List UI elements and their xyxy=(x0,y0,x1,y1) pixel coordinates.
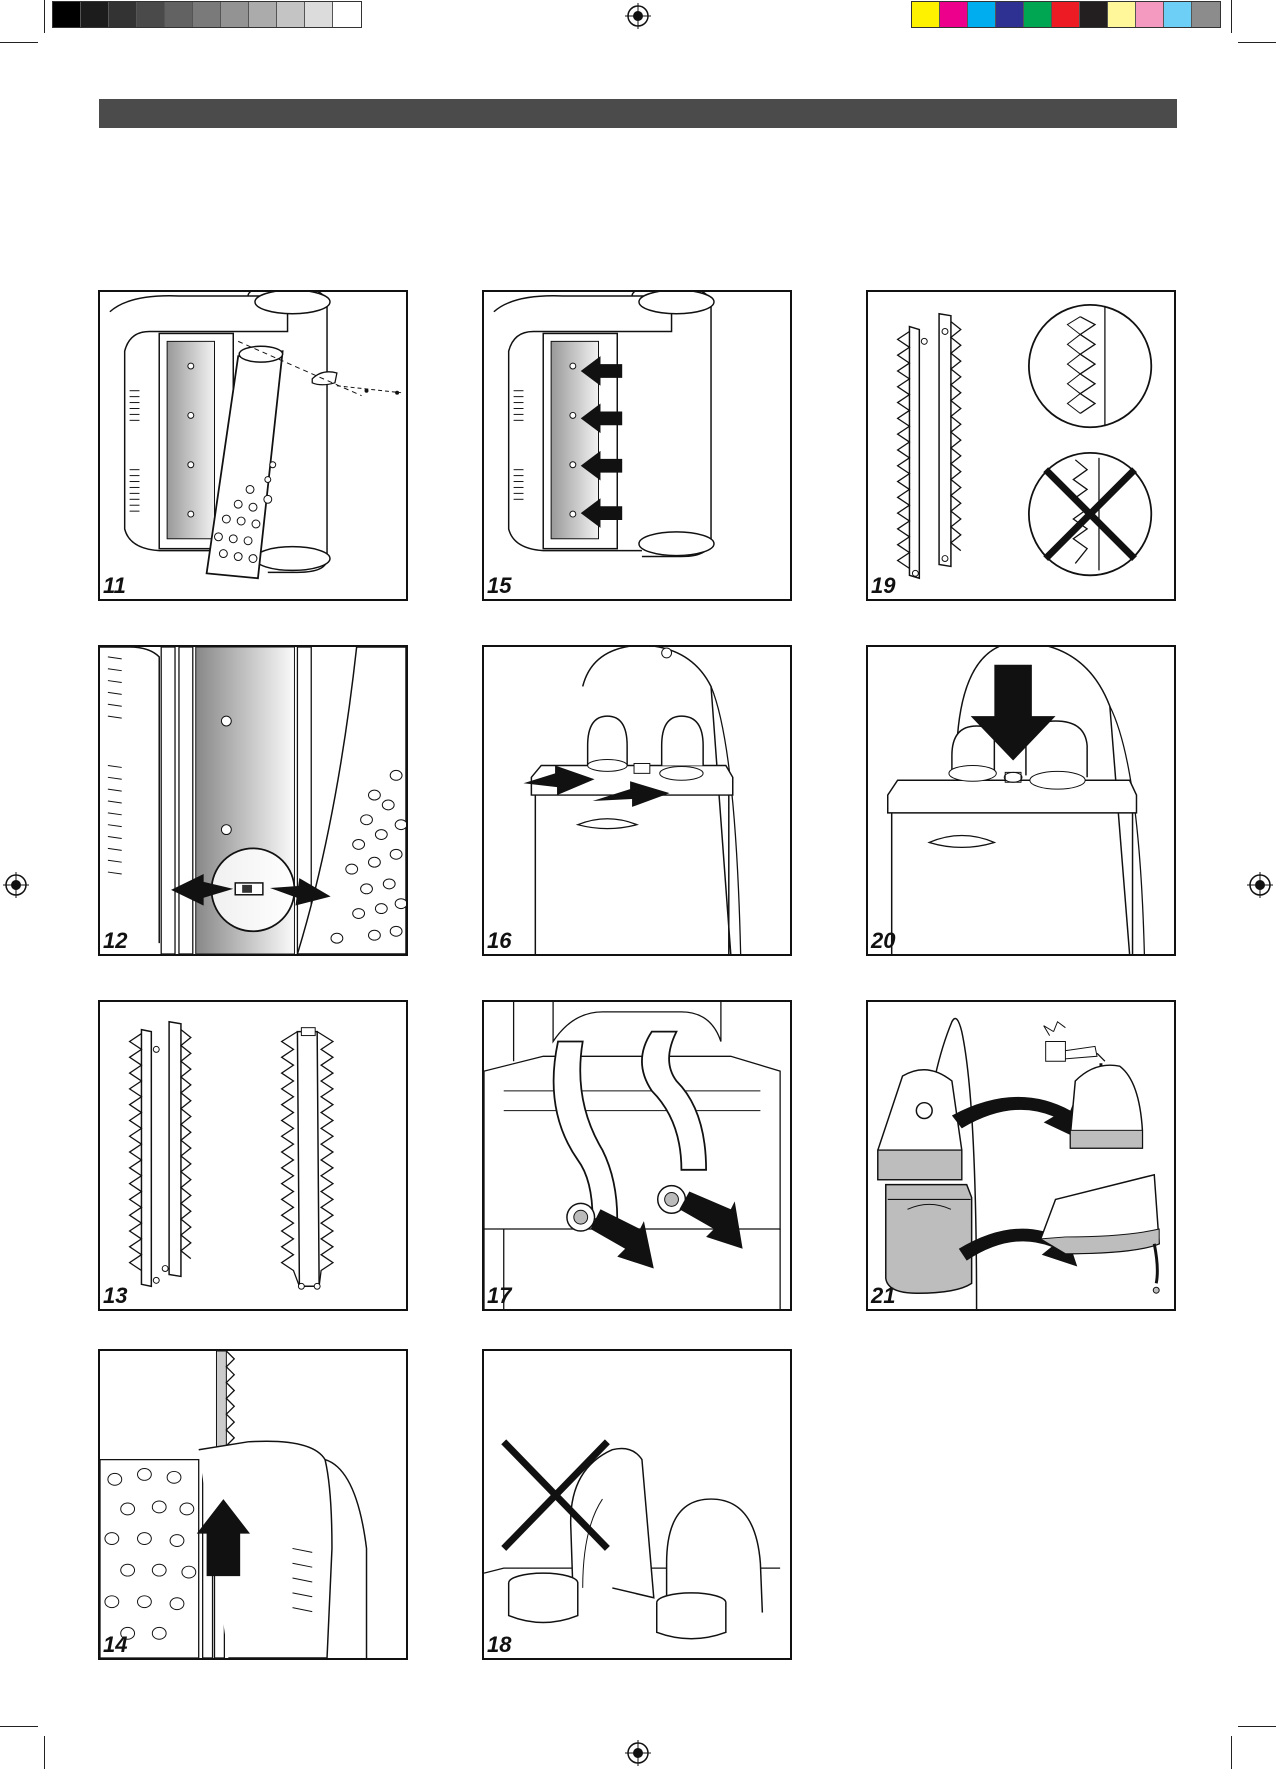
figure-17: 17 xyxy=(482,1000,792,1311)
filter-insert-illustration xyxy=(484,292,790,599)
color-swatch xyxy=(1108,2,1136,27)
color-swatch xyxy=(1024,2,1052,27)
crop-mark xyxy=(44,0,45,33)
figure-18: 18 xyxy=(482,1349,792,1660)
color-swatch xyxy=(249,2,277,27)
hose-connection-illustration xyxy=(484,1002,790,1309)
figure-number: 11 xyxy=(103,575,126,597)
figure-number: 17 xyxy=(487,1285,511,1307)
figure-number: 12 xyxy=(103,930,127,952)
registration-mark-icon xyxy=(625,3,651,29)
crop-mark xyxy=(0,1726,38,1727)
tank-empty-illustration xyxy=(868,1002,1174,1309)
figure-number: 15 xyxy=(487,575,511,597)
gray-scale-strip xyxy=(52,1,362,28)
color-swatch xyxy=(277,2,305,27)
crop-mark xyxy=(44,1736,45,1769)
color-swatch xyxy=(1080,2,1108,27)
registration-mark-icon xyxy=(1247,872,1273,898)
color-swatch xyxy=(137,2,165,27)
color-swatch xyxy=(968,2,996,27)
filter-removal-illustration xyxy=(100,292,406,599)
figure-14: 14 xyxy=(98,1349,408,1660)
color-swatch xyxy=(333,2,361,27)
color-swatch xyxy=(81,2,109,27)
figure-number: 13 xyxy=(103,1285,127,1307)
frame-folds-illustration xyxy=(868,292,1174,599)
figure-16: 16 xyxy=(482,645,792,956)
color-swatch xyxy=(193,2,221,27)
color-swatch xyxy=(305,2,333,27)
figure-number: 20 xyxy=(871,930,895,952)
figure-number: 16 xyxy=(487,930,511,952)
filter-clip-illustration xyxy=(100,647,406,954)
tank-press-illustration xyxy=(868,647,1174,954)
filter-frames-illustration xyxy=(100,1002,406,1309)
figure-number: 19 xyxy=(871,575,895,597)
color-scale-strip xyxy=(911,1,1221,28)
figure-21: 21 xyxy=(866,1000,1176,1311)
color-swatch xyxy=(1136,2,1164,27)
registration-mark-icon xyxy=(3,872,29,898)
crop-mark xyxy=(1231,1736,1232,1769)
wrong-hose-illustration xyxy=(484,1351,790,1658)
crop-mark xyxy=(0,42,38,43)
crop-mark xyxy=(1238,1726,1276,1727)
figure-15: 15 xyxy=(482,290,792,601)
registration-mark-icon xyxy=(625,1740,651,1766)
color-swatch xyxy=(165,2,193,27)
color-swatch xyxy=(912,2,940,27)
figure-20: 20 xyxy=(866,645,1176,956)
crop-mark xyxy=(1231,0,1232,33)
figure-11: 11 xyxy=(98,290,408,601)
figure-12: 12 xyxy=(98,645,408,956)
frame-insert-illustration xyxy=(100,1351,406,1658)
color-swatch xyxy=(996,2,1024,27)
color-swatch xyxy=(940,2,968,27)
figure-13: 13 xyxy=(98,1000,408,1311)
crop-mark xyxy=(1238,42,1276,43)
color-swatch xyxy=(53,2,81,27)
tank-hoses-illustration xyxy=(484,647,790,954)
color-swatch xyxy=(109,2,137,27)
figure-number: 18 xyxy=(487,1634,511,1656)
color-swatch xyxy=(1164,2,1192,27)
figure-number: 21 xyxy=(871,1285,895,1307)
figure-19: 19 xyxy=(866,290,1176,601)
color-swatch xyxy=(1192,2,1220,27)
color-swatch xyxy=(221,2,249,27)
header-bar xyxy=(99,99,1177,128)
figure-number: 14 xyxy=(103,1634,127,1656)
color-swatch xyxy=(1052,2,1080,27)
